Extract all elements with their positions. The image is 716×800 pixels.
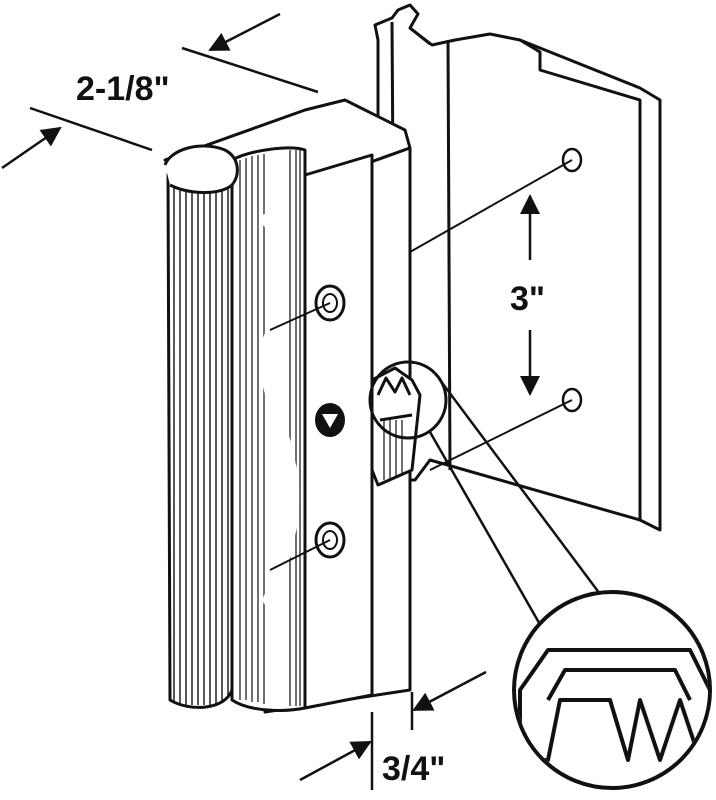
grip-highlight — [261, 213, 300, 607]
mounting-plate — [373, 3, 662, 532]
hole-spacing-label: 3" — [510, 280, 545, 318]
side-ribs — [239, 150, 301, 706]
set-screw-hole — [315, 403, 345, 437]
detail-source-circle — [368, 360, 448, 440]
alignment-line-top — [409, 159, 573, 253]
thickness-dimension-label: 3/4" — [382, 750, 445, 788]
width-dimension-label: 2-1/8" — [76, 70, 170, 108]
zoom-leader-a — [428, 431, 544, 629]
dim-thickness — [299, 670, 487, 790]
zoom-leader-b — [438, 379, 602, 595]
alignment-line-bottom — [429, 399, 573, 471]
grip-top-cap — [163, 144, 239, 194]
grip-ribs — [173, 160, 229, 705]
dim-width — [1, 12, 319, 170]
handle-leader-top — [269, 302, 331, 331]
handle-leader-bottom — [269, 539, 331, 571]
detail-callout — [512, 590, 712, 790]
